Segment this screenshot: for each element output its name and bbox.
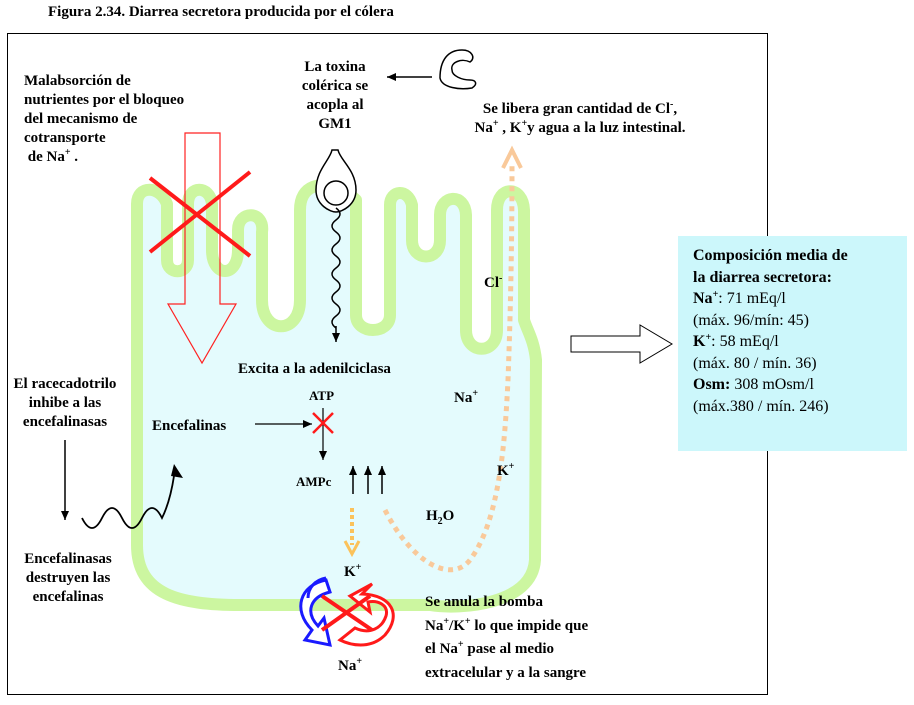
pump-k-label: K+: [344, 562, 362, 581]
ampc-increase-arrows: [349, 466, 386, 494]
pump-label: Se anula la bomba Na+/K+ lo que impide q…: [425, 594, 589, 681]
malabsorption-arrow: [166, 132, 238, 365]
secretion-label: Se libera gran cantidad de Cl-, Na+ , K+…: [474, 99, 686, 137]
composition-k-range: (máx. 80 / mín. 36): [693, 354, 817, 372]
atp-label: ATP: [309, 388, 335, 403]
toxin-receptor-icon: [315, 149, 357, 213]
composition-osm: Osm: 308 mOsm/l: [693, 376, 814, 393]
composition-osm-range: (máx.380 / mín. 246): [693, 397, 829, 415]
adenylate-cyclase-label: Excita a la adenilciclasa: [238, 361, 391, 377]
water-label: H2O: [426, 508, 455, 527]
inhibition-cross-icon: [312, 412, 334, 434]
signal-wave: [331, 207, 341, 329]
composition-arrow: [570, 324, 673, 364]
encefalinasas-label: Encefalinasas destruyen las encefalinas: [24, 551, 112, 605]
figure-caption: Figura 2.34. Diarrea secretora producida…: [48, 4, 394, 20]
intestinal-membrane: [131, 179, 542, 613]
na-k-pump-icon: [299, 576, 395, 647]
blocked-cross-icon: [148, 170, 252, 258]
ion-secretion-path: [382, 164, 515, 573]
encefalinasa-wave: [81, 475, 175, 529]
na-secretion-label: Na+: [454, 388, 479, 407]
toxin-subunit-icon: [439, 49, 477, 90]
k-secretion-label: K+: [497, 461, 515, 480]
composition-title-2: la diarrea secretora:: [693, 268, 832, 286]
cl-label: Cl-: [484, 273, 503, 292]
toxin-label: La toxina colérica se acopla al GM1: [301, 59, 369, 132]
encefalinas-label: Encefalinas: [152, 418, 227, 434]
composition-na-range: (máx. 96/mín: 45): [693, 311, 809, 329]
composition-na: Na+: 71 mEq/l: [693, 289, 786, 308]
composition-k: K+: 58 mEq/l: [693, 332, 779, 351]
composition-title-1: Composición media de: [693, 247, 848, 264]
composition-box: Composición media de la diarrea secretor…: [678, 236, 907, 451]
ampc-label: AMPc: [296, 474, 332, 489]
pump-na-label: Na+: [338, 656, 363, 675]
racecadotrilo-label: El racecadotrilo inhibe a las encefalina…: [13, 376, 117, 430]
malabsorption-label: Malabsorción de nutrientes por el bloque…: [24, 73, 185, 165]
